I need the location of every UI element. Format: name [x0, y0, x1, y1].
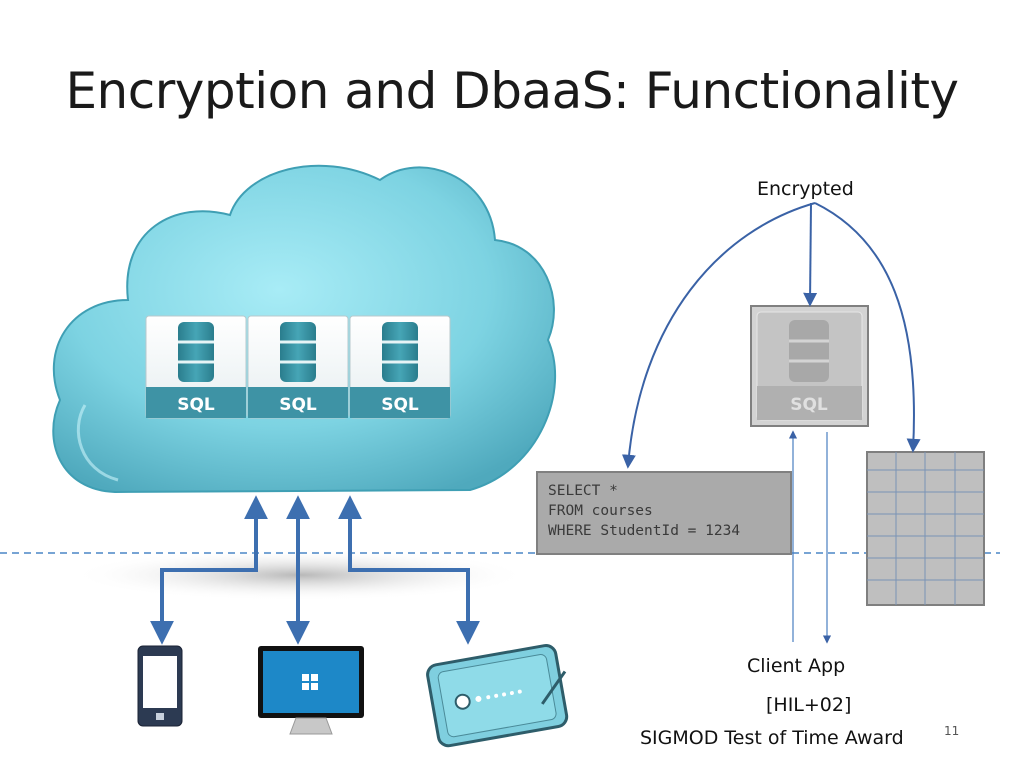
sql-query-line-3: WHERE StudentId = 1234 — [548, 523, 741, 539]
monitor-icon — [258, 646, 364, 735]
sql-query-box: SELECT * FROM courses WHERE StudentId = … — [536, 471, 792, 555]
client-app-label: Client App — [747, 655, 846, 677]
encrypted-arrows — [621, 202, 921, 469]
sql-query-line-1: SELECT * — [548, 483, 618, 499]
cloud-db-label-1: SQL — [177, 395, 215, 415]
encrypted-db-label: SQL — [790, 395, 828, 415]
citation-label: [HIL+02] — [766, 694, 852, 716]
phone-icon — [137, 645, 183, 727]
cloud-db-tile-1 — [145, 315, 247, 419]
award-label: SIGMOD Test of Time Award — [640, 727, 904, 749]
client-arrows — [788, 430, 832, 644]
cloud-db-label-2: SQL — [279, 395, 317, 415]
cloud-db-tile-2 — [247, 315, 349, 419]
encrypted-table-icon — [866, 451, 985, 606]
encrypted-to-query-arrow — [621, 202, 816, 469]
device-connection-arrows — [150, 495, 480, 645]
encrypted-to-table-arrow — [814, 202, 921, 453]
phone-connection-arrow — [150, 495, 268, 645]
cloud-db-tile-3 — [349, 315, 451, 419]
encrypted-to-db-arrow — [803, 202, 818, 307]
encrypted-db-icon — [750, 305, 869, 427]
encrypted-label: Encrypted — [757, 178, 854, 200]
page-number: 11 — [944, 724, 960, 738]
cloud-db-label-3: SQL — [381, 395, 419, 415]
sql-query-line-2: FROM courses — [548, 503, 653, 519]
slide-title: Encryption and DbaaS: Functionality — [65, 62, 959, 120]
tablet-connection-arrow — [338, 495, 480, 645]
tablet-icon — [426, 644, 569, 748]
